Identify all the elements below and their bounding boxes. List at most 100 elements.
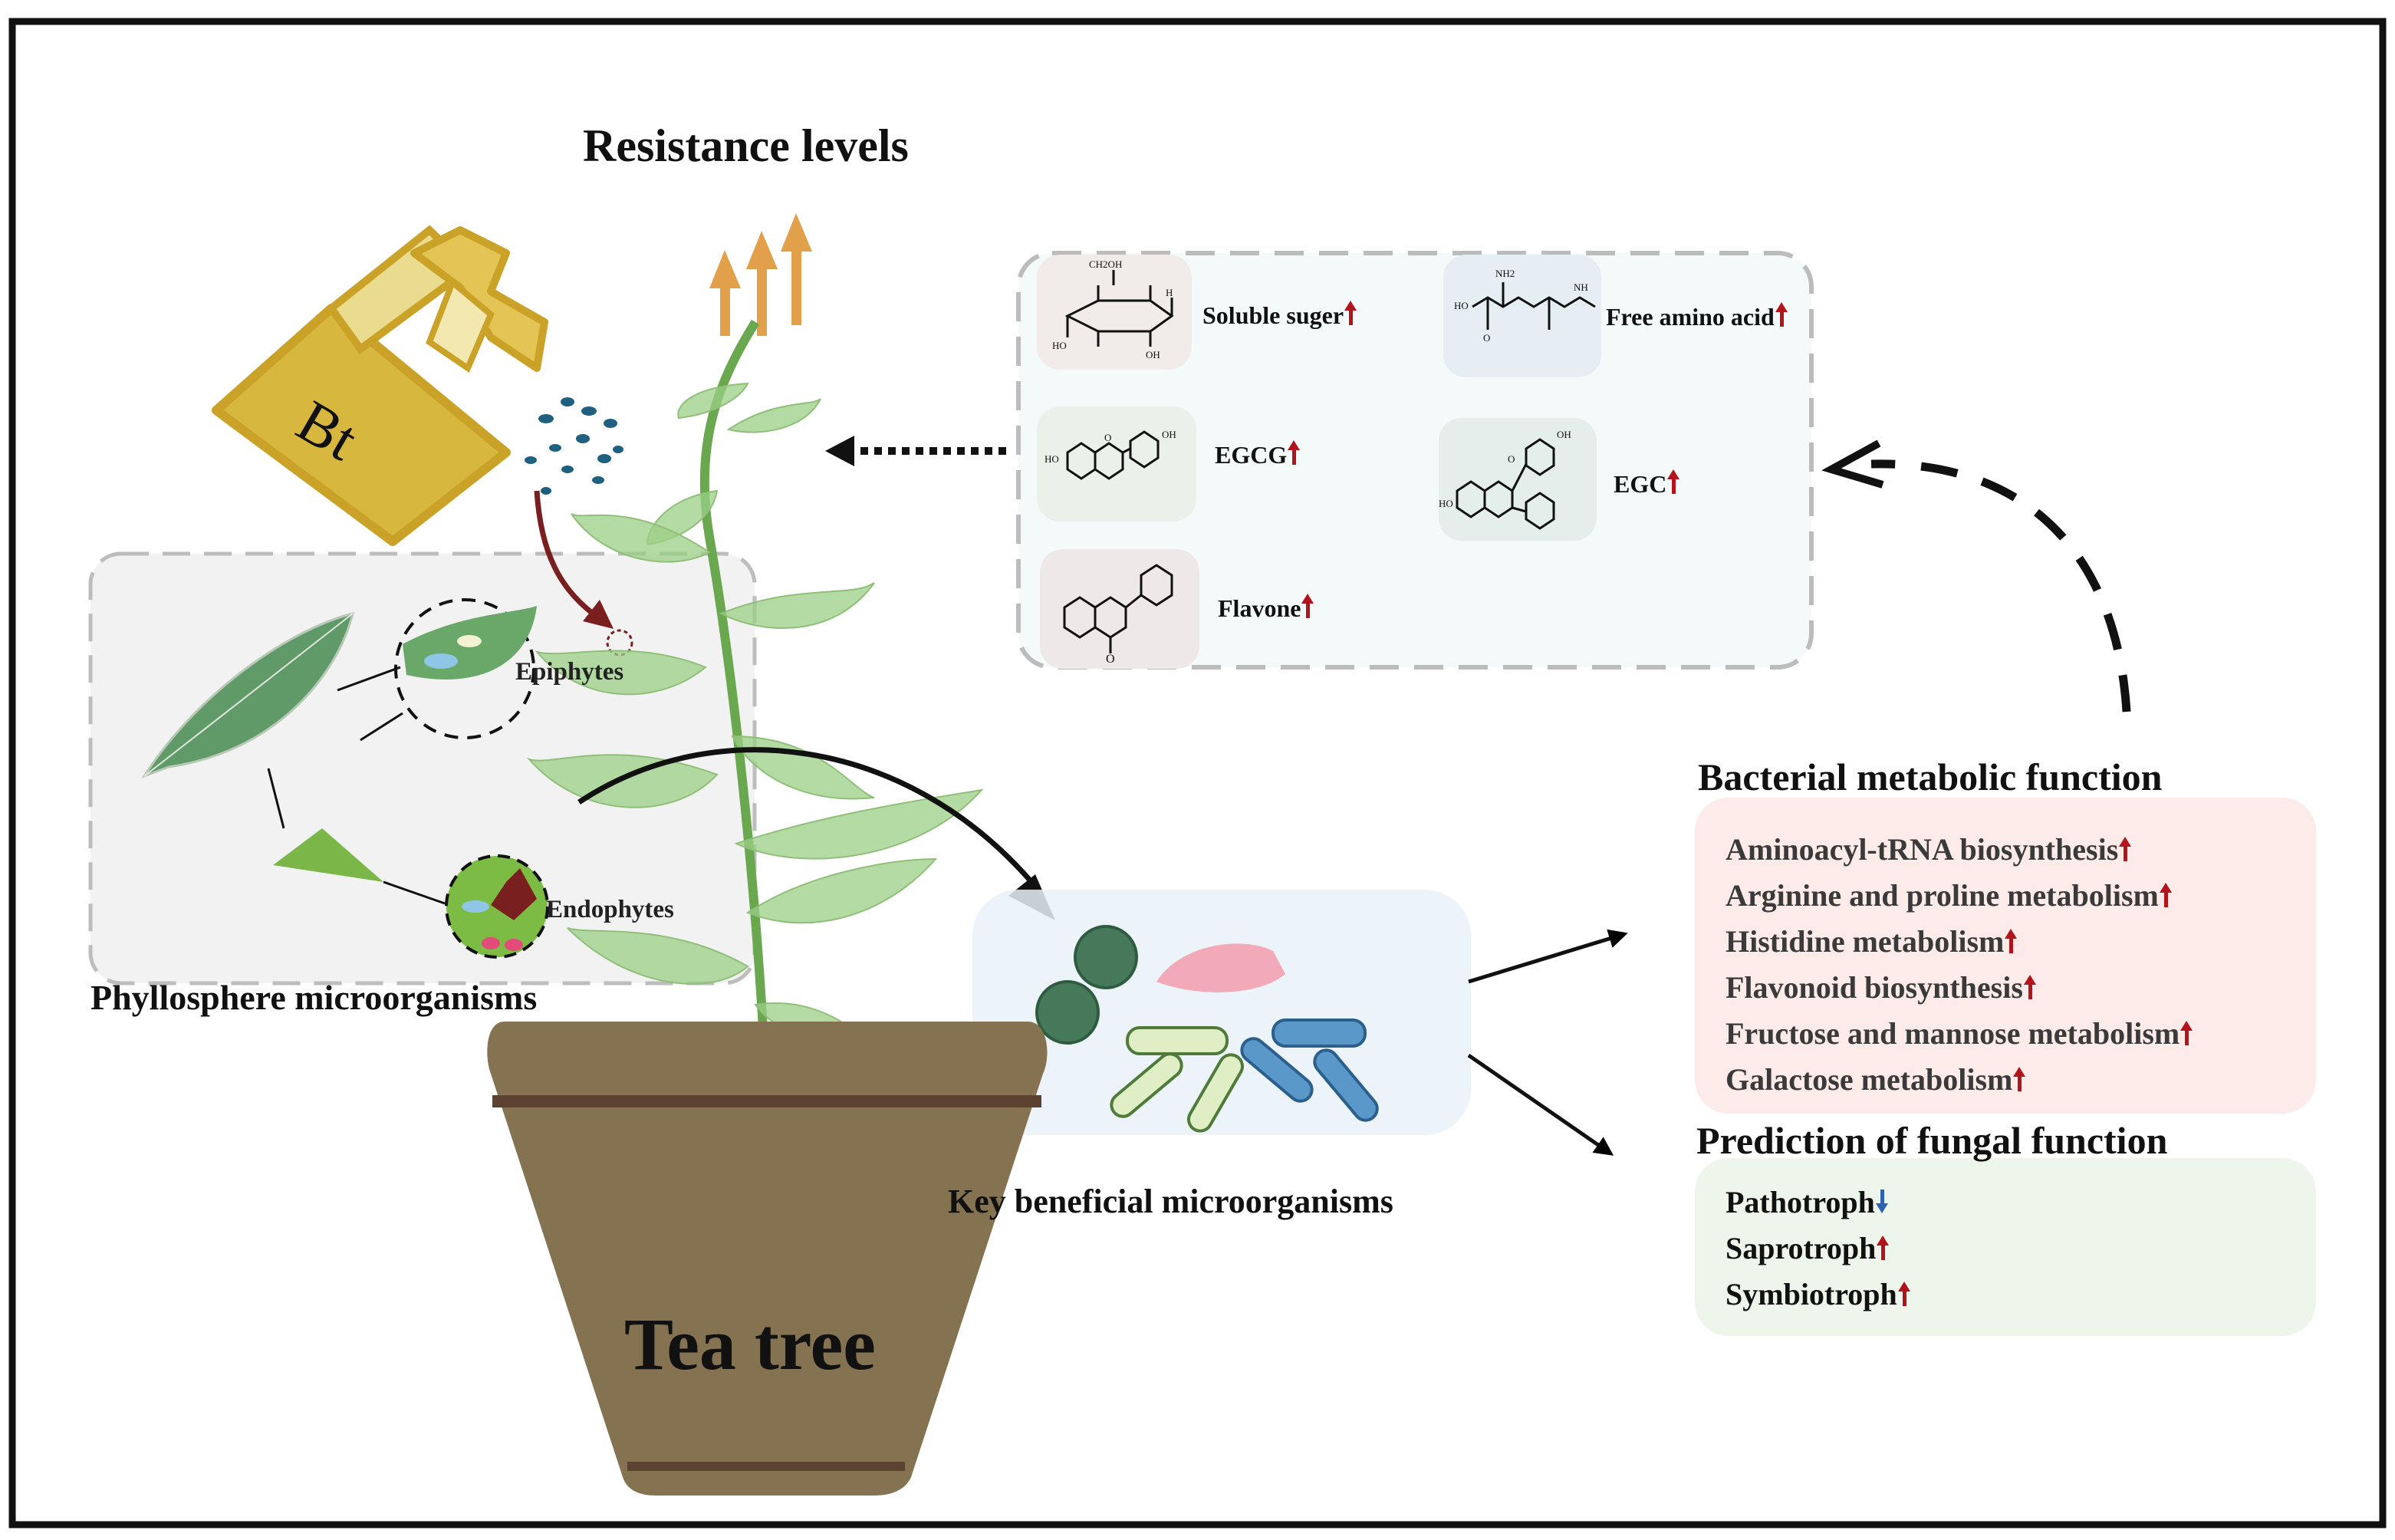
epiphytes-label: Epiphytes — [515, 658, 624, 686]
sugar-atom-oh: OH — [1146, 349, 1160, 360]
up-arrow-icon — [2180, 1021, 2193, 1045]
bacterial-function-item: Galactose metabolism — [1726, 1065, 2190, 1111]
up-arrow-icon — [1301, 594, 1314, 618]
egc-atom-o: O — [1508, 453, 1515, 465]
up-arrow-icon — [1667, 469, 1680, 494]
epiphyte-zoom — [394, 598, 537, 739]
function-label: Fructose and mannose metabolism — [1726, 1016, 2180, 1051]
amino-acid-structure-tile — [1443, 255, 1601, 377]
fungal-function-item: Pathotroph — [1726, 1187, 1908, 1233]
metabolite-egc: EGC — [1614, 469, 1680, 498]
function-label: Arginine and proline metabolism — [1726, 878, 2159, 913]
dashed-curve-arrowhead — [1821, 439, 1884, 489]
fungal-function-title: Prediction of fungal function — [1696, 1119, 2168, 1162]
egcg-atom-o: O — [1104, 432, 1112, 443]
sugar-atom-ch2oh: CH2OH — [1089, 258, 1123, 270]
bacterial-function-title: Bacterial metabolic function — [1698, 755, 2163, 798]
sugar-atom-ho: HO — [1052, 340, 1067, 351]
endophytes-label: Endophytes — [546, 896, 674, 923]
bacterial-function-box — [1695, 798, 2316, 1114]
function-label: Saprotroph — [1726, 1231, 1877, 1265]
resistance-arrows — [709, 213, 812, 336]
up-arrow-icon — [2159, 883, 2172, 907]
up-arrow-icon — [1344, 301, 1357, 325]
amino-atom-ho: HO — [1454, 300, 1469, 311]
bacterial-function-item: Arginine and proline metabolism — [1726, 880, 2190, 926]
egcg-atom-oh: OH — [1162, 429, 1176, 440]
up-arrow-icon — [1897, 1282, 1910, 1306]
amino-acid-structure — [1472, 282, 1596, 330]
bacterial-function-item: Fructose and mannose metabolism — [1726, 1016, 2193, 1065]
resistance-title: Resistance levels — [583, 120, 909, 171]
fungal-function-box — [1695, 1158, 2316, 1336]
up-arrow-icon — [1775, 302, 1788, 327]
function-label: Galactose metabolism — [1726, 1062, 2013, 1097]
egc-structure — [1456, 438, 1555, 530]
sugar-structure-tile — [1037, 255, 1192, 370]
metabolite-panel — [1016, 251, 1814, 670]
amino-atom-nh2: NH2 — [1495, 268, 1515, 279]
spray-arrow — [534, 490, 600, 620]
tea-pot — [487, 1022, 1048, 1496]
metabolite-label: EGC — [1614, 470, 1667, 498]
fungal-function-list: Pathotroph Saprotroph Symbiotroph — [1726, 1187, 1910, 1325]
outer-frame — [8, 18, 2387, 1528]
function-label: Flavonoid biosynthesis — [1726, 970, 2023, 1005]
bacterial-function-item: Histidine metabolism — [1726, 926, 2190, 972]
microbe-cluster — [1035, 925, 1379, 1133]
function-label: Symbiotroph — [1726, 1277, 1897, 1311]
arrow-to-bacterial — [1468, 929, 1628, 984]
up-arrow-icon — [2013, 1067, 2026, 1091]
flavone-structure-tile — [1040, 549, 1199, 669]
metabolite-flavone: Flavone — [1218, 594, 1314, 622]
egc-atom-ho: HO — [1439, 498, 1453, 509]
dashed-curve-arrow — [1870, 459, 2131, 712]
bacterial-function-list: Aminoacyl-tRNA biosynthesis Arginine and… — [1726, 834, 2193, 1111]
pot-label: Tea tree — [624, 1303, 876, 1385]
metabolite-label: Free amino acid — [1606, 303, 1775, 331]
sugar-structure — [1064, 270, 1174, 347]
spray-arrowhead — [583, 600, 614, 629]
bt-sprayer — [212, 225, 548, 546]
metabolite-label: Soluble suger — [1202, 301, 1344, 329]
bacterial-function-item: Aminoacyl-tRNA biosynthesis — [1726, 834, 2190, 880]
bacterial-function-item: Flavonoid biosynthesis — [1726, 972, 2190, 1018]
egcg-structure — [1066, 430, 1160, 480]
flavone-structure — [1063, 564, 1173, 653]
up-arrow-icon — [1288, 440, 1301, 465]
metabolite-label: Flavone — [1218, 594, 1301, 622]
metabolite-egcg: EGCG — [1215, 440, 1301, 469]
amino-atom-nh: NH — [1574, 281, 1588, 293]
up-arrow-icon — [2005, 929, 2018, 953]
egcg-structure-tile — [1037, 406, 1196, 522]
dotted-arrow-head — [825, 436, 854, 466]
fungal-function-item: Saprotroph — [1726, 1233, 1908, 1279]
phyllosphere-title: Phyllosphere microorganisms — [90, 978, 538, 1017]
key-microbes-label: Key beneficial microorganisms — [948, 1183, 1393, 1220]
spray-droplets — [525, 397, 623, 495]
flavone-atom-o: O — [1106, 653, 1115, 666]
metabolite-free-amino-acid: Free amino acid — [1606, 302, 1788, 331]
phyllosphere-leaves — [141, 611, 446, 905]
metabolite-label: EGCG — [1215, 441, 1288, 469]
function-label: Aminoacyl-tRNA biosynthesis — [1726, 832, 2119, 867]
egc-atom-oh: OH — [1557, 429, 1571, 440]
sugar-atom-h: H — [1166, 287, 1173, 298]
up-arrow-icon — [2023, 975, 2036, 999]
function-label: Histidine metabolism — [1726, 924, 2005, 959]
fungal-function-item: Symbiotroph — [1726, 1277, 1910, 1325]
amino-atom-o: O — [1483, 332, 1491, 344]
metabolite-soluble-sugar: Soluble suger — [1202, 301, 1357, 329]
function-label: Pathotroph — [1726, 1185, 1875, 1219]
up-arrow-icon — [1877, 1236, 1890, 1260]
stem-to-microbes-arrow — [577, 747, 1034, 884]
egcg-atom-ho: HO — [1045, 453, 1059, 465]
endophyte-zoom — [445, 854, 549, 959]
down-arrow-icon — [1875, 1190, 1888, 1213]
up-arrow-icon — [2119, 837, 2132, 861]
arrow-to-fungal — [1467, 1053, 1614, 1156]
epiphyte-target-circle — [606, 629, 633, 656]
plant-leaves — [526, 382, 984, 1038]
